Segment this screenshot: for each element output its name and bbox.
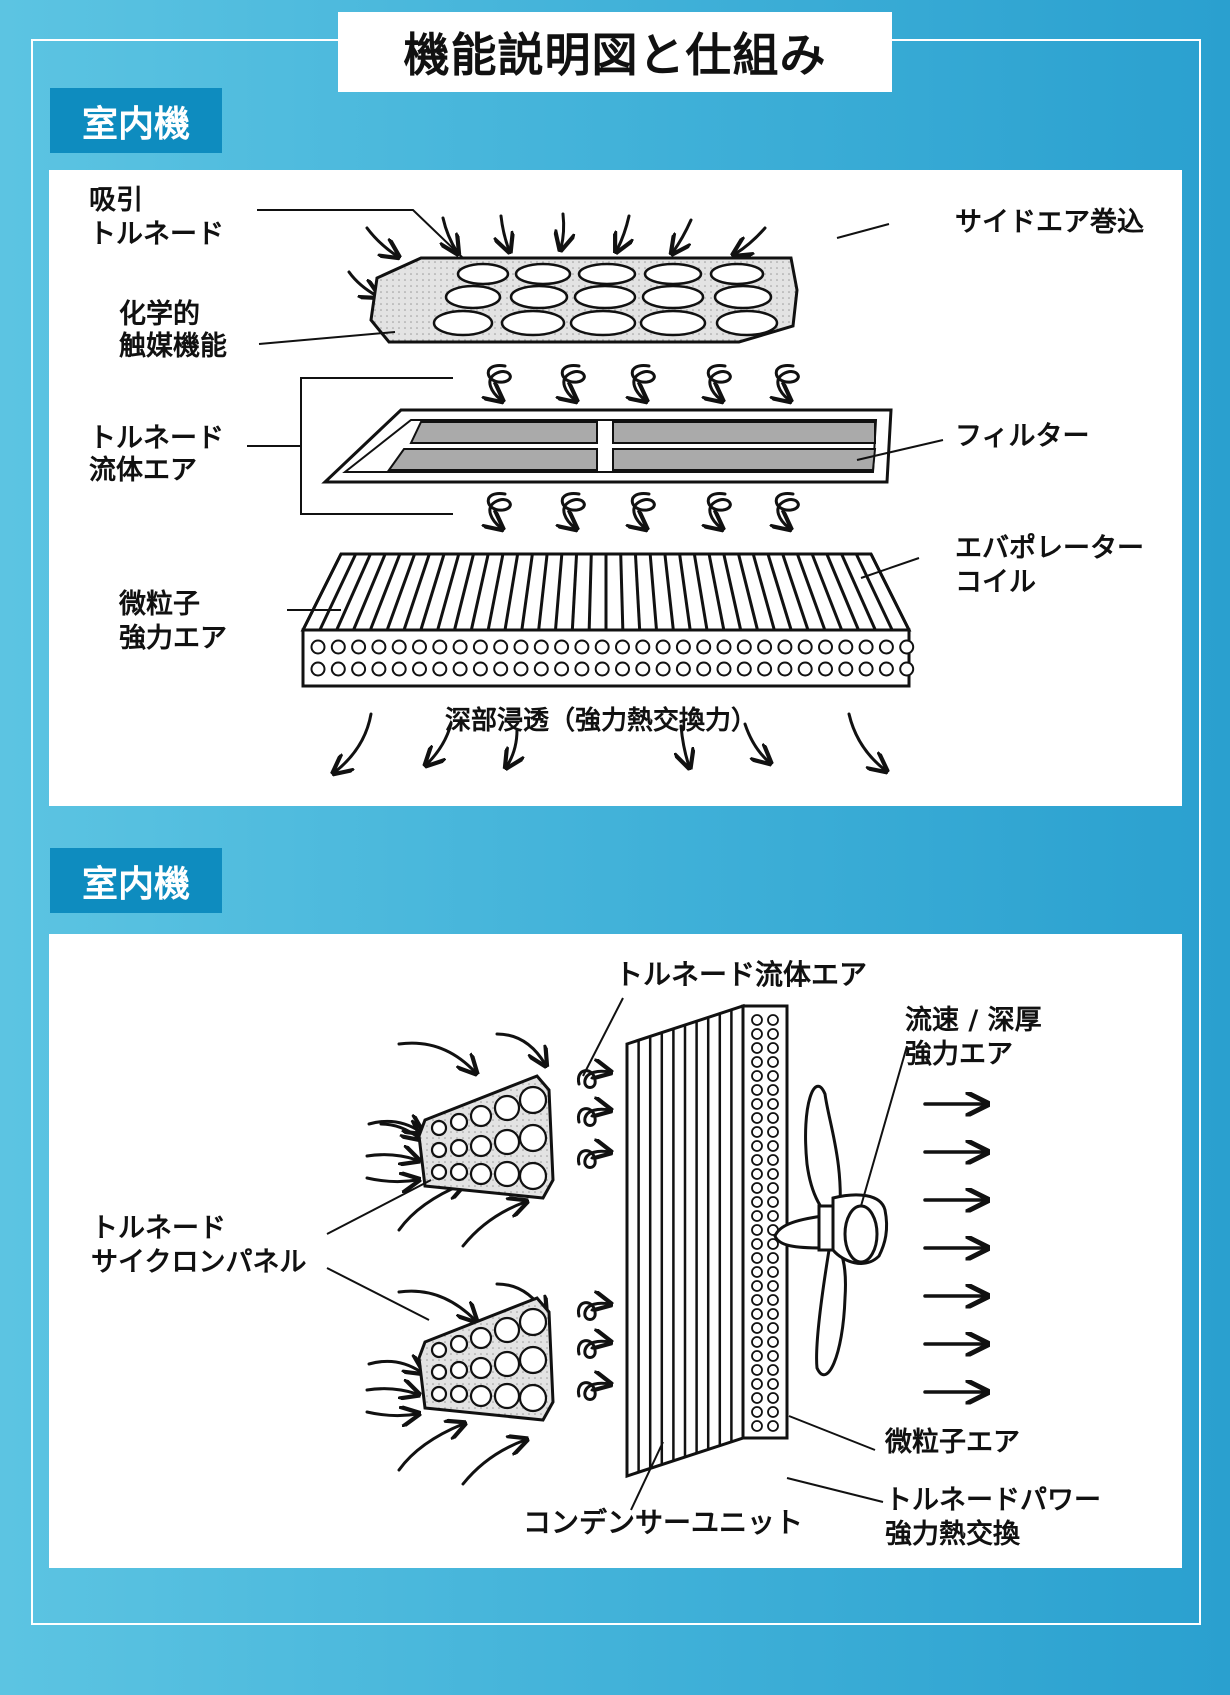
condenser-unit (625, 1003, 789, 1479)
page-title: 機能説明図と仕組み (338, 12, 892, 92)
label-flow-line1: 流速 / 深厚 (905, 1005, 1042, 1036)
label-power-line1: トルネードパワー (885, 1485, 1101, 1516)
leader-lines-bottom (326, 997, 908, 1511)
label-tornado-line1: トルネード (89, 423, 224, 454)
output-air-arrows (923, 1104, 985, 1392)
label-catalyst-line2: 触媒機能 (119, 331, 227, 362)
outgoing-air-arrows (335, 712, 885, 772)
label-tornado-line2: 流体エア (89, 455, 197, 486)
diagram-panel-top: 吸引 トルネード 化学的 触媒機能 トルネード 流体エア 微粒子 強力エア サイ… (49, 170, 1182, 806)
label-deep-penetration: 深部浸透（強力熱交換力） (445, 706, 758, 736)
label-condenser: コンデンサーユニット (523, 1506, 804, 1539)
label-particle-line1: 微粒子 (119, 589, 200, 620)
label-power-line2: 強力熱交換 (885, 1519, 1020, 1550)
label-filter: フィルター (955, 421, 1090, 452)
label-particle-air: 微粒子エア (885, 1427, 1020, 1458)
section-tag-top: 室内機 (50, 88, 222, 153)
leader-lines (247, 209, 944, 611)
catalyst-panel (369, 256, 799, 344)
label-suction-line2: トルネード (89, 219, 224, 250)
label-evaporator-line2: コイル (955, 567, 1036, 598)
label-particle-line2: 強力エア (119, 623, 227, 654)
swirl-arrows-lower (488, 492, 800, 528)
label-flow-line2: 強力エア (905, 1039, 1013, 1070)
section-tag-bottom: 室内機 (50, 848, 222, 913)
swirl-arrows-upper (488, 364, 800, 400)
label-cyclone-line2: サイクロンパネル (91, 1247, 307, 1278)
indoor-unit-airflow-diagram (326, 997, 1182, 1511)
label-tornado-air: トルネード流体エア (615, 958, 868, 991)
label-side-air: サイドエア巻込 (955, 207, 1144, 238)
cyclone-panel-upper (417, 1074, 555, 1200)
label-suction-line1: 吸引 (89, 185, 143, 216)
diagram-panel-bottom: トルネード流体エア 流速 / 深厚 強力エア トルネード サイクロンパネル 微粒… (49, 934, 1182, 1568)
label-cyclone-line1: トルネード (91, 1213, 226, 1244)
fan (773, 1084, 889, 1377)
filter-frame (321, 408, 893, 484)
evaporator-coil (300, 552, 915, 688)
indoor-unit-exploded-diagram (247, 209, 944, 806)
cyclone-panel-lower (417, 1296, 555, 1422)
swirl-arrows-bottom (576, 1071, 609, 1401)
label-catalyst-line1: 化学的 (119, 299, 200, 330)
label-evaporator-line1: エバポレーター (955, 533, 1144, 564)
